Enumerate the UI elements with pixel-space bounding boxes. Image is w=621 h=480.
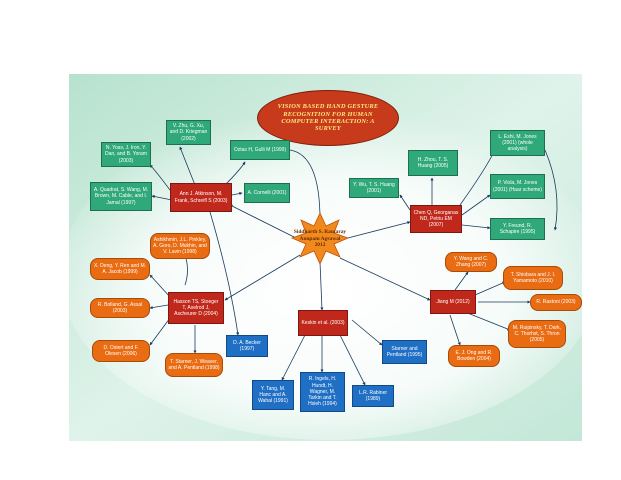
connectors <box>149 146 558 386</box>
node-label: Y. Wang and C. Zhang (2007) <box>453 255 489 268</box>
node-green-6[interactable]: H. Zhou, T. S. Huang (2005) <box>408 150 458 176</box>
node-label: E. J. Ong and R. Bowden (2004) <box>455 349 493 362</box>
edge-center-red3 <box>224 254 301 301</box>
node-orange-8[interactable]: R. Rastoni (2003) <box>530 294 582 311</box>
node-label: A. Cornelli (2001) <box>247 189 287 196</box>
node-red-5[interactable]: Jiang M (2012) <box>430 290 476 314</box>
node-label: L.R. Rabiner (1989) <box>358 389 388 402</box>
edge-red5-orange7 <box>474 281 506 296</box>
edge-red2-green7 <box>399 194 411 211</box>
node-orange-5[interactable]: T. Starner, J. Weaver, and A. Pentland (… <box>165 353 223 377</box>
edge-red1-green4 <box>151 194 173 201</box>
node-label: Chen Q, Georganas ND, Petriu EM (2007) <box>413 209 459 229</box>
node-label: N. Yoav, J. Iron, Y. Dan, and B. Yoram (… <box>105 145 147 164</box>
node-orange-10[interactable]: E. J. Ong and R. Bowden (2004) <box>448 345 500 367</box>
node-label: R. Ingels, H. Hundt, H. Wagner, M. Tarki… <box>308 376 337 408</box>
node-label: Keskin et al. (2003) <box>301 319 345 326</box>
node-label: Oztas H, Gulli M (1999) <box>233 146 287 153</box>
edge-red1-green5 <box>231 191 243 196</box>
edge-green3-top <box>289 149 322 221</box>
node-blue-4[interactable]: L.R. Rabiner (1989) <box>352 385 394 407</box>
diagram-title-text: VISION BASED HAND GESTURE RECOGNITION FO… <box>277 103 379 133</box>
edge-red2-green10 <box>461 224 491 230</box>
edge-green8-right <box>544 149 558 231</box>
node-label: V. Zhu, G. Xu, and D. Kriegman (2002) <box>169 123 208 142</box>
node-label: D. A. Becker (1997) <box>233 339 261 352</box>
node-label: D. Ostert and F. Olesen (2006) <box>103 344 139 357</box>
node-label: M. Ruipinsky, T. Dark, C. Thorhst, S. Th… <box>512 324 562 344</box>
node-label: Ann J. Atkinson, M. Frank, Schreifl S (2… <box>174 191 228 204</box>
edge-red3-orange4 <box>149 317 171 346</box>
node-label: Y. Freund, R. Schapire (1995) <box>499 222 536 235</box>
edge-red5-orange6 <box>454 271 469 291</box>
node-green-10[interactable]: Y. Freund, R. Schapire (1995) <box>490 218 545 240</box>
edge-red3-orange1 <box>149 274 171 298</box>
node-green-3[interactable]: Oztas H, Gulli M (1999) <box>230 140 290 160</box>
edge-red1-blue1 <box>209 211 240 336</box>
node-blue-2[interactable]: Y. Tang, M. Hanc and A. Wahal (1991) <box>252 380 294 410</box>
node-label: Starner and Pentland (1995) <box>386 345 423 358</box>
center-star <box>290 212 350 265</box>
edge-center-red2 <box>339 221 411 241</box>
edge-center-red5 <box>339 257 431 301</box>
diagram-title: VISION BASED HAND GESTURE RECOGNITION FO… <box>257 90 399 146</box>
edge-red1-green3 <box>224 161 246 186</box>
node-blue-5[interactable]: Starner and Pentland (1995) <box>382 340 427 364</box>
node-red-2[interactable]: Chen Q, Georganas ND, Petriu EM (2007) <box>410 205 462 233</box>
node-red-4[interactable]: Keskin et al. (2003) <box>298 310 348 336</box>
node-label: P. Viola, M. Jones (2001) (Haar scheme) <box>493 180 542 193</box>
node-label: R. Bolland, G. Assal (2003) <box>97 301 143 314</box>
edge-center-red4 <box>319 261 324 311</box>
node-orange-3[interactable]: R. Bolland, G. Assal (2003) <box>90 298 150 318</box>
edge-center-red1 <box>229 204 301 241</box>
node-label: L. Eshi, M. Jones (2001) (whole analysis… <box>498 133 537 153</box>
node-label: R. Rastoni (2003) <box>536 299 576 306</box>
node-label: Hasson TS, Stoeger T, Axelrod J, Ascheur… <box>173 298 219 318</box>
node-label: Ashikhmin, J.L. Pinkley, A. Goro, D. Muk… <box>153 236 207 256</box>
node-red-3[interactable]: Hasson TS, Stoeger T, Axelrod J, Ascheur… <box>168 292 224 324</box>
node-orange-7[interactable]: T. Shiobara and J. I. Yamamoto (2010) <box>503 266 563 290</box>
edge-red5-orange10 <box>449 314 461 346</box>
edge-red4-blue2 <box>281 334 306 381</box>
node-green-1[interactable]: V. Zhu, G. Xu, and D. Kriegman (2002) <box>166 120 211 145</box>
node-orange-2[interactable]: Ashikhmin, J.L. Pinkley, A. Goro, D. Muk… <box>150 233 210 259</box>
center-node: Siddharth S. Rautaray Anupam Agrawal 201… <box>290 226 350 252</box>
node-green-7[interactable]: Y. Wu, T. S. Huang (2001) <box>349 178 399 198</box>
edge-red2-green9 <box>461 194 491 216</box>
node-label: A. Quadrat, S. Wang, M. Brown, M. Cable,… <box>93 187 149 206</box>
edge-red4-blue5 <box>351 319 383 346</box>
node-green-5[interactable]: A. Cornelli (2001) <box>244 183 290 203</box>
center-year: 2012 <box>314 242 326 249</box>
node-label: Y. Tang, M. Hanc and A. Wahal (1991) <box>258 385 288 405</box>
node-orange-1[interactable]: X. Deng, Y. Ren and M. A. Jacob (1999) <box>90 258 150 280</box>
node-label: Y. Wu, T. S. Huang (2001) <box>353 181 395 194</box>
center-author-1: Siddharth S. Rautaray <box>293 228 347 235</box>
node-label: X. Deng, Y. Ren and M. A. Jacob (1999) <box>93 262 147 275</box>
node-label: T. Starner, J. Weaver, and A. Pentland (… <box>168 358 220 371</box>
node-green-4[interactable]: A. Quadrat, S. Wang, M. Brown, M. Cable,… <box>90 182 152 211</box>
edge-red1-green1 <box>179 146 196 186</box>
node-orange-6[interactable]: Y. Wang and C. Zhang (2007) <box>445 252 497 272</box>
node-label: Jiang M (2012) <box>436 298 470 305</box>
node-green-2[interactable]: N. Yoav, J. Iron, Y. Dan, and B. Yoram (… <box>101 142 151 167</box>
node-red-1[interactable]: Ann J. Atkinson, M. Frank, Schreifl S (2… <box>170 183 232 212</box>
node-blue-1[interactable]: D. A. Becker (1997) <box>226 335 268 357</box>
node-label: H. Zhou, T. S. Huang (2005) <box>417 156 449 169</box>
node-orange-4[interactable]: D. Ostert and F. Olesen (2006) <box>92 340 150 362</box>
node-blue-3[interactable]: R. Ingels, H. Hundt, H. Wagner, M. Tarki… <box>300 372 345 412</box>
edge-red5-orange9 <box>464 311 511 331</box>
center-author-2: Anupam Agrawal <box>299 235 341 242</box>
node-label: T. Shiobara and J. I. Yamamoto (2010) <box>510 271 556 284</box>
edge-red4-blue4 <box>339 334 366 386</box>
node-orange-9[interactable]: M. Ruipinsky, T. Dark, C. Thorhst, S. Th… <box>508 320 566 348</box>
node-green-9[interactable]: P. Viola, M. Jones (2001) (Haar scheme) <box>490 174 545 199</box>
edge-red3-orange3 <box>149 304 169 310</box>
node-green-8[interactable]: L. Eshi, M. Jones (2001) (whole analysis… <box>490 130 545 156</box>
